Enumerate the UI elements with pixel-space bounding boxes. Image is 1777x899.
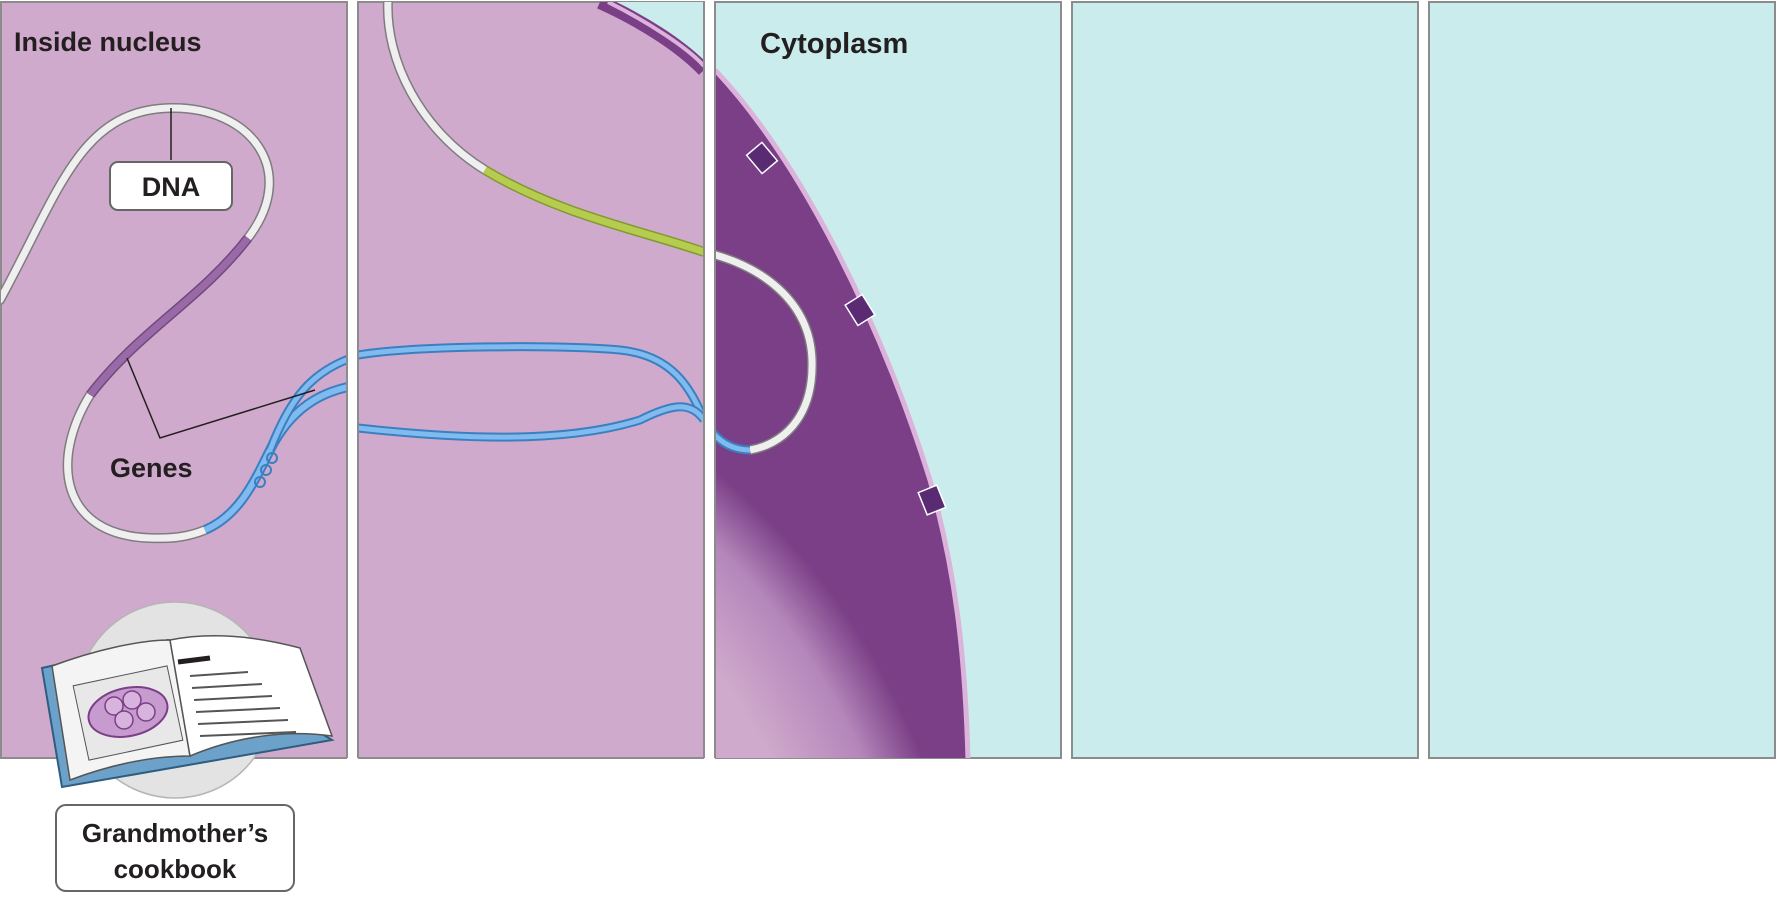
cookbook-label: Grandmother’s cookbook [56, 805, 294, 891]
panel-5 [1429, 2, 1775, 758]
inside-nucleus-label: Inside nucleus [14, 27, 202, 57]
dna-label: DNA [110, 162, 232, 210]
genes-label: Genes [110, 453, 193, 483]
cookbook-label-line1: Grandmother’s [82, 818, 268, 848]
panel-3: Cytoplasm [704, 2, 1061, 761]
panel-4 [1072, 2, 1418, 758]
panel-2 [358, 0, 704, 758]
dna-label-text: DNA [142, 172, 201, 202]
cytoplasm-label: Cytoplasm [760, 28, 908, 60]
cookbook-label-line2: cookbook [114, 854, 237, 884]
